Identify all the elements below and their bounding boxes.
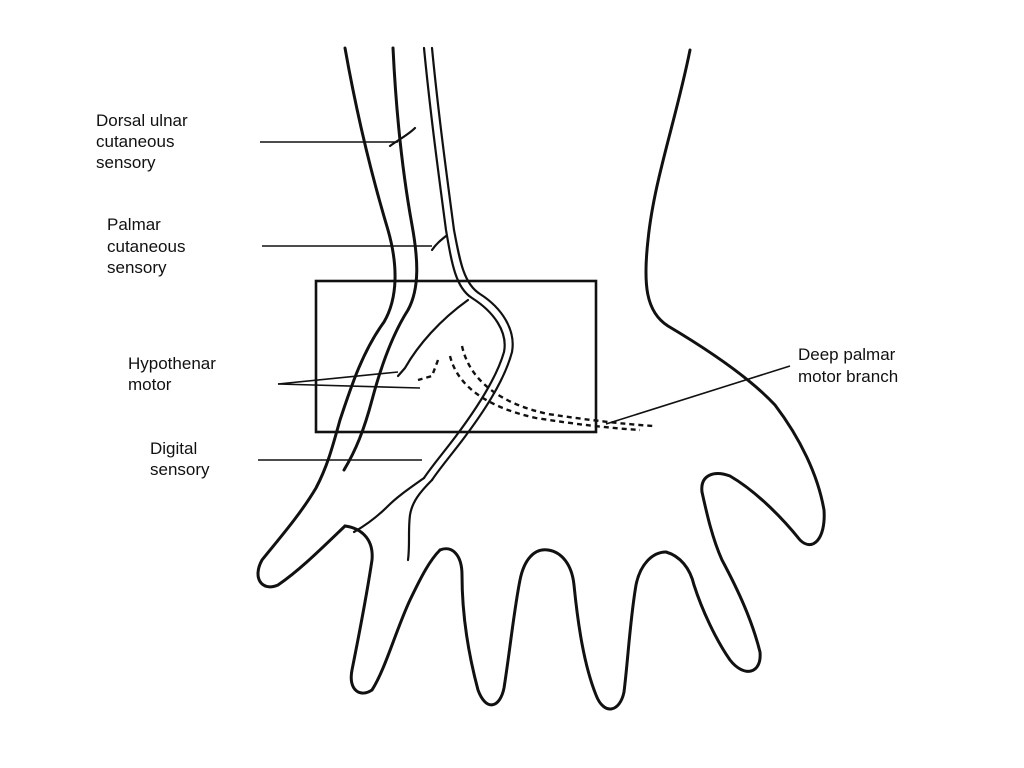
palmar-cutaneous-branch (430, 234, 448, 252)
label-hypothenar-motor-line1: Hypothenar (128, 354, 216, 373)
deep-palmar-branch (417, 345, 655, 432)
label-palmar-cutaneous-line1: Palmar (107, 215, 161, 234)
forearm-ulnar-edge (256, 46, 397, 589)
ulnar-nerve-trunk-left (422, 46, 506, 480)
forearm-radial-edge (644, 48, 826, 547)
ulnar-nerve (352, 46, 514, 562)
dorsal-ulnar-branch (388, 126, 417, 148)
detail-box (314, 279, 598, 434)
label-digital-sensory-line2: sensory (150, 460, 210, 479)
leader-lines (258, 141, 791, 461)
label-palmar-cutaneous-line3: sensory (107, 258, 167, 277)
finger-middle (546, 548, 668, 711)
hand-outline (256, 46, 826, 711)
digital-sensory-branch-b (406, 478, 434, 562)
label-deep-palmar-line1: Deep palmar (798, 345, 896, 364)
leader-hypothenar-1 (277, 371, 399, 385)
label-deep-palmar-line2: motor branch (798, 367, 898, 386)
leader-deep-palmar (605, 365, 791, 425)
label-hypothenar-motor-line2: motor (128, 375, 172, 394)
label-digital-sensory-line1: Digital (150, 439, 197, 458)
label-deep-palmar: Deep palmar motor branch (798, 345, 898, 386)
hypothenar-motor-branch (396, 298, 470, 378)
forearm-inner-edge (342, 46, 419, 472)
ulnar-nerve-trunk-right (430, 46, 514, 482)
finger-ring (438, 547, 550, 707)
label-dorsal-ulnar-line3: sensory (96, 153, 156, 172)
label-dorsal-ulnar: Dorsal ulnar cutaneous sensory (96, 111, 188, 172)
label-palmar-cutaneous-line2: cutaneous (107, 237, 185, 256)
label-palmar-cutaneous: Palmar cutaneous sensory (107, 215, 185, 277)
finger-index (664, 490, 762, 673)
label-dorsal-ulnar-line2: cutaneous (96, 132, 174, 151)
label-digital-sensory: Digital sensory (150, 439, 210, 479)
leader-hypothenar-2 (277, 383, 421, 389)
finger-little (343, 524, 442, 695)
hypothenar-dashed (417, 359, 440, 382)
label-hypothenar-motor: Hypothenar motor (128, 354, 216, 394)
deep-palmar-dashed-1 (460, 345, 655, 428)
deep-palmar-dashed-2 (448, 355, 641, 432)
label-dorsal-ulnar-line1: Dorsal ulnar (96, 111, 188, 130)
digital-sensory-branch-a (352, 476, 426, 534)
